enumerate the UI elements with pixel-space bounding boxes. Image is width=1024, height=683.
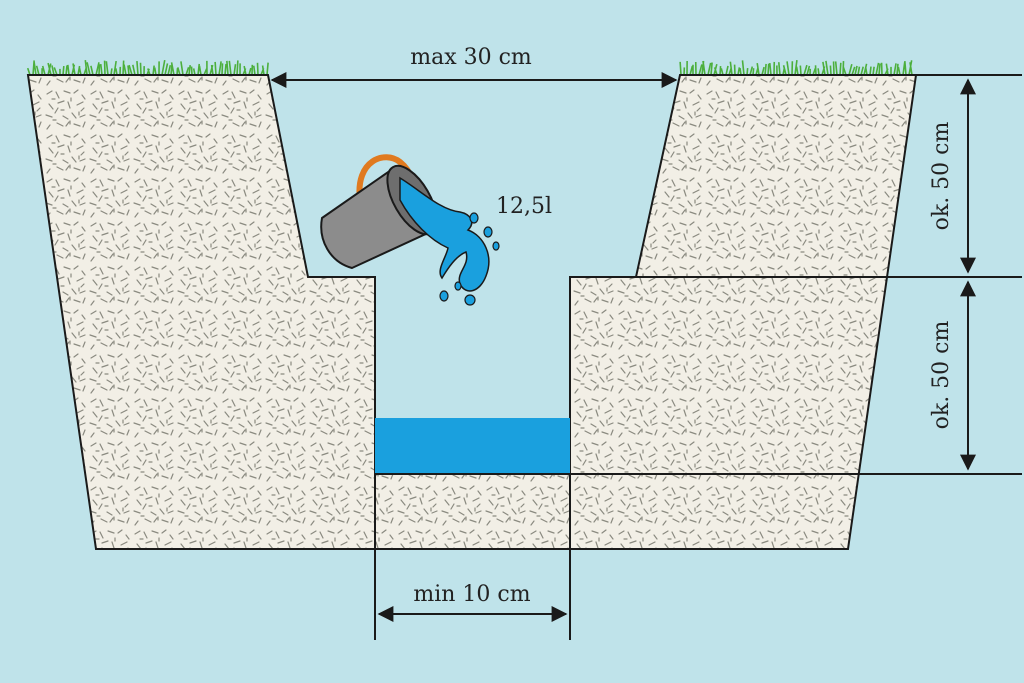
grass-right bbox=[679, 60, 913, 76]
label-water-volume: 12,5l bbox=[496, 194, 552, 219]
bucket-pouring-icon bbox=[320, 154, 500, 306]
soil-bottom bbox=[374, 473, 571, 550]
label-width-bottom: min 10 cm bbox=[413, 582, 530, 607]
label-depth-lower: ok. 50 cm bbox=[929, 320, 954, 429]
label-depth-upper: ok. 50 cm bbox=[929, 121, 954, 230]
soil-left bbox=[26, 74, 376, 550]
soil-right bbox=[569, 74, 918, 550]
grass-icon bbox=[679, 60, 913, 76]
grass-icon bbox=[26, 59, 269, 76]
water-level bbox=[375, 418, 570, 475]
label-width-top: max 30 cm bbox=[410, 45, 532, 70]
grass-left bbox=[26, 59, 269, 76]
